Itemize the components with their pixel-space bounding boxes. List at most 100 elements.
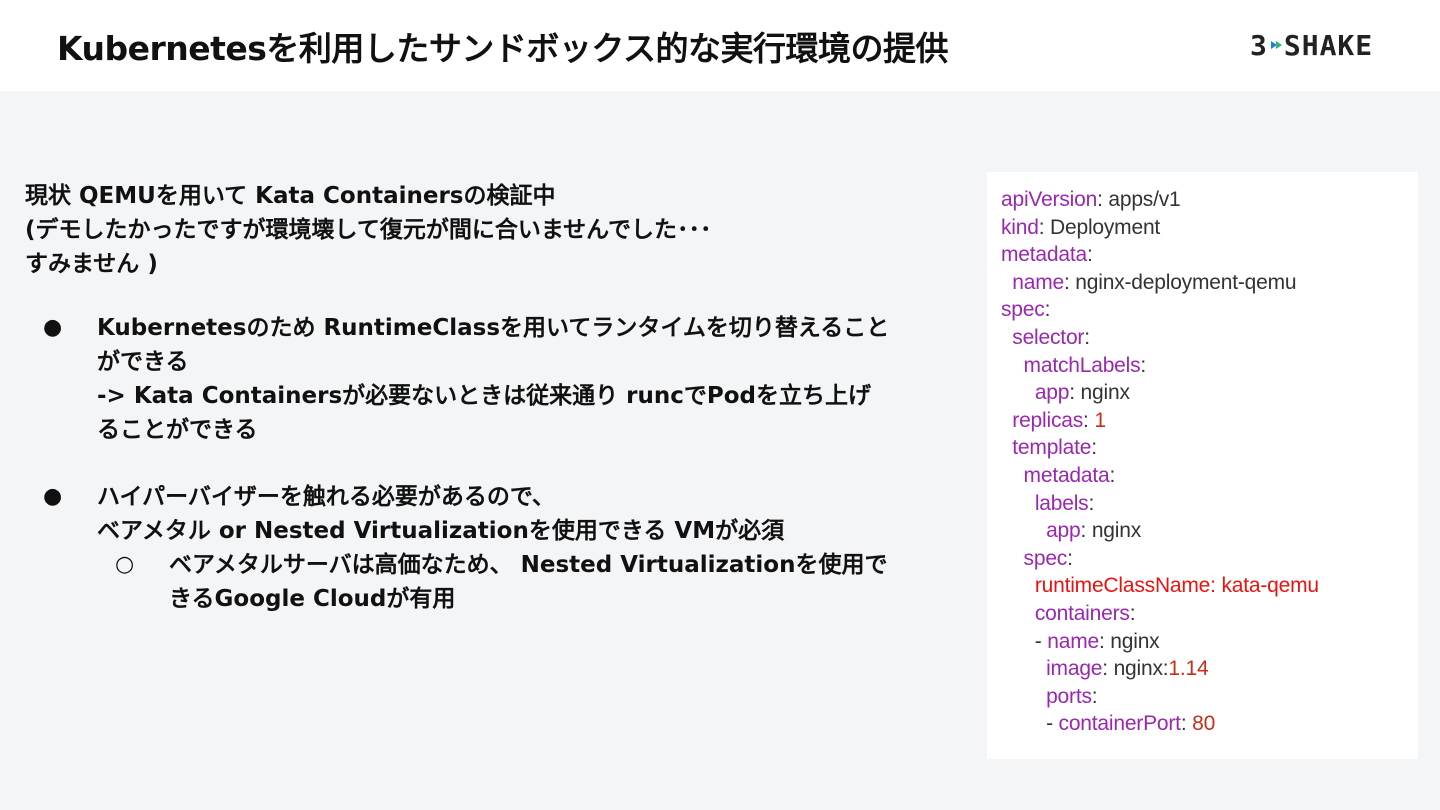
yaml-key: metadata: [1001, 243, 1087, 267]
code-line: - name: nginx: [1001, 628, 1319, 656]
yaml-separator: :: [1084, 325, 1090, 349]
yaml-key: matchLabels: [1023, 353, 1141, 377]
code-line: name: nginx-deployment-qemu: [1001, 269, 1319, 297]
yaml-key: replicas: [1012, 408, 1084, 432]
code-indent: [1001, 326, 1012, 349]
yaml-separator: :: [1044, 298, 1051, 322]
bullet-line: -> Kata Containersが必要ないときは従来通り runcでPodを…: [97, 383, 872, 409]
yaml-key: app: [1046, 519, 1081, 543]
intro-text: 現状 QEMUを用いて Kata Containersの検証中 (デモしたかった…: [25, 179, 975, 281]
logo-text: 3 SHAKE: [1250, 28, 1374, 62]
code-line: ports:: [1001, 683, 1319, 711]
code-line: app: nginx: [1001, 379, 1319, 407]
yaml-key: apiVersion: [1001, 188, 1098, 211]
yaml-key: spec: [1023, 546, 1068, 570]
code-line: containers:: [1001, 600, 1319, 628]
yaml-key: template: [1012, 436, 1092, 460]
yaml-key: runtimeClassName: [1034, 574, 1211, 598]
sub-bullet-marker: ○: [115, 552, 135, 577]
code-indent: [1001, 685, 1046, 708]
code-indent: [1001, 354, 1024, 377]
code-indent: [1001, 602, 1035, 625]
bullet-line: ることができる: [97, 417, 258, 443]
code-indent: -: [1001, 712, 1059, 736]
code-indent: [1001, 464, 1024, 487]
yaml-separator: :: [1069, 381, 1081, 405]
yaml-separator: :: [1086, 243, 1093, 267]
yaml-separator: :: [1098, 629, 1111, 653]
intro-line: 現状 QEMUを用いて Kata Containersの検証中: [25, 183, 556, 209]
yaml-separator: :: [1180, 712, 1193, 736]
yaml-key: containers: [1034, 601, 1130, 625]
code-line: spec:: [1001, 545, 1319, 573]
code-line: - containerPort: 80: [1001, 710, 1319, 738]
yaml-separator: :: [1091, 436, 1097, 460]
yaml-separator: :: [1083, 408, 1095, 432]
yaml-separator: :: [1109, 463, 1116, 487]
yaml-separator: :: [1038, 215, 1051, 239]
yaml-value: kata-qemu: [1221, 574, 1319, 598]
yaml-value: nginx-deployment-qemu: [1075, 270, 1297, 294]
yaml-value: nginx: [1110, 629, 1160, 653]
yaml-separator: :: [1102, 657, 1114, 681]
yaml-separator: :: [1097, 188, 1109, 211]
code-indent: [1001, 409, 1012, 432]
bullet-line: ができる: [97, 349, 189, 375]
logo-arrow-icon: [1270, 41, 1282, 49]
yaml-value: 1: [1094, 408, 1106, 432]
yaml-key: metadata: [1023, 463, 1110, 487]
bullet-item: ● ハイパーバイザーを触れる必要があるので、 ベアメタル or Nested V…: [25, 480, 975, 616]
code-line: selector:: [1001, 324, 1319, 352]
code-indent: [1001, 519, 1046, 542]
code-line: image: nginx:1.14: [1001, 655, 1319, 683]
yaml-separator: :: [1129, 601, 1136, 625]
code-indent: [1001, 381, 1035, 404]
code-indent: -: [1001, 629, 1048, 653]
company-logo: 3 SHAKE: [1250, 28, 1373, 62]
code-line: runtimeClassName: kata-qemu: [1001, 572, 1319, 600]
yaml-key: ports: [1046, 684, 1092, 708]
yaml-separator: :: [1080, 519, 1092, 543]
code-indent: [1001, 547, 1024, 570]
code-indent: [1001, 574, 1035, 597]
yaml-value: nginx: [1080, 381, 1130, 405]
bullet-line: Kubernetesのため RuntimeClassを用いてランタイムを切り替え…: [97, 315, 890, 341]
yaml-separator: :: [1064, 270, 1076, 294]
yaml-value: nginx:: [1113, 657, 1169, 681]
yaml-key: image: [1046, 657, 1103, 681]
yaml-key: kind: [1001, 215, 1039, 239]
code-line: apiVersion: apps/v1: [1001, 186, 1319, 214]
slide-body: 現状 QEMUを用いて Kata Containersの検証中 (デモしたかった…: [25, 179, 975, 649]
yaml-separator: :: [1091, 684, 1098, 708]
slide-header: Kubernetesを利用したサンドボックス的な実行環境の提供 3 SHAKE: [0, 0, 1440, 91]
yaml-key: name: [1012, 270, 1065, 294]
sub-bullet-line: ベアメタルサーバは高価なため、 Nested Virtualizationを使用…: [169, 552, 888, 578]
intro-line: (デモしたかったですが環境壊して復元が間に合いませんでした･･･: [25, 217, 712, 243]
code-line: spec:: [1001, 296, 1319, 324]
yaml-key: app: [1034, 381, 1070, 405]
code-line: template:: [1001, 434, 1319, 462]
code-line: replicas: 1: [1001, 407, 1319, 435]
bullet-list: ● Kubernetesのため RuntimeClassを用いてランタイムを切り…: [25, 311, 975, 616]
code-line: matchLabels:: [1001, 352, 1319, 380]
code-indent: [1001, 271, 1012, 294]
code-indent: [1001, 492, 1035, 515]
code-line: app: nginx: [1001, 517, 1319, 545]
code-line: metadata:: [1001, 241, 1319, 269]
yaml-value: nginx: [1091, 519, 1142, 543]
intro-line: すみません ): [25, 251, 158, 277]
yaml-value: 80: [1192, 712, 1216, 736]
code-indent: [1001, 657, 1046, 680]
yaml-key: labels: [1034, 491, 1089, 515]
yaml-value: apps/v1: [1108, 188, 1181, 211]
yaml-separator: :: [1140, 353, 1147, 377]
yaml-value: Deployment: [1050, 215, 1161, 239]
code-indent: [1001, 436, 1012, 459]
bullet-marker: ●: [43, 484, 63, 509]
sub-bullet-item: ○ ベアメタルサーバは高価なため、 Nested Virtualizationを…: [97, 548, 975, 616]
sub-bullet-line: きるGoogle Cloudが有用: [169, 586, 456, 612]
yaml-key: containerPort: [1058, 712, 1182, 736]
yaml-key: spec: [1001, 298, 1045, 322]
